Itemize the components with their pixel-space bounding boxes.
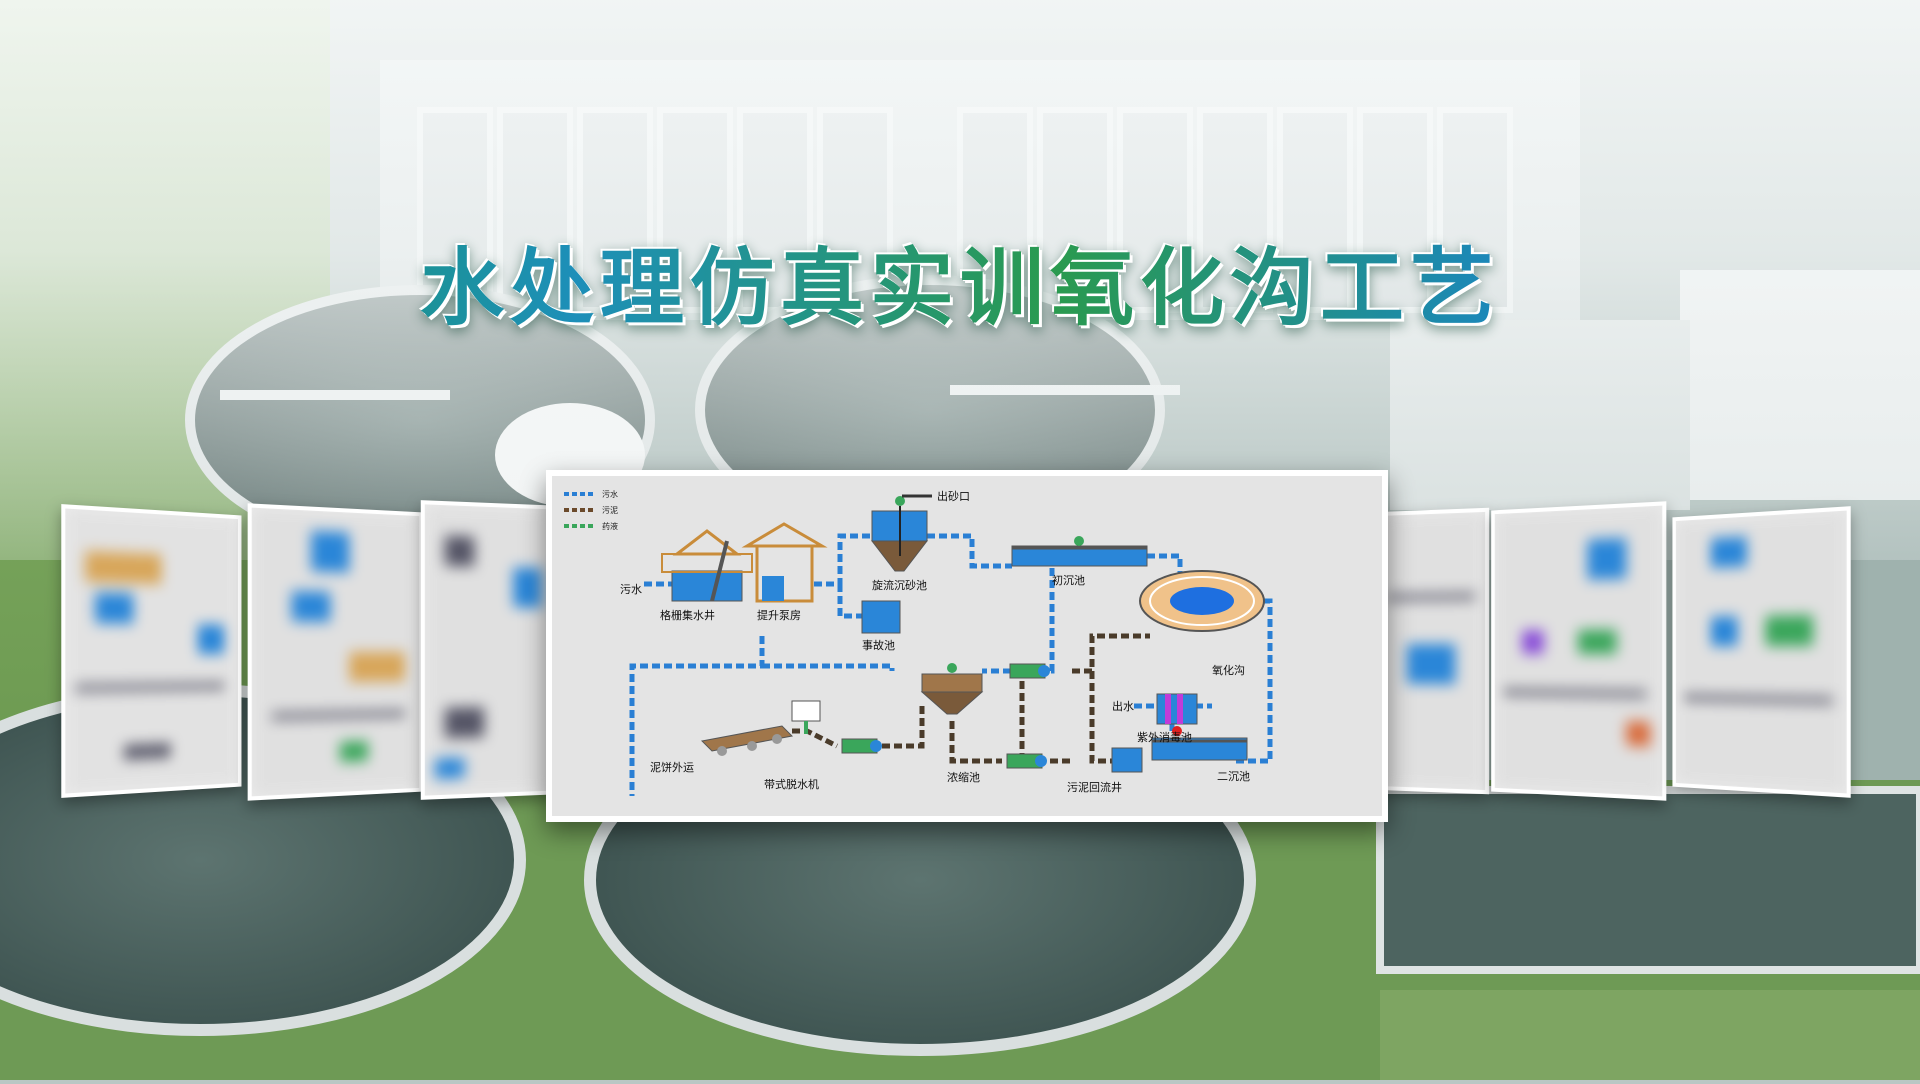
label-cake-out: 泥饼外运 [650,760,694,774]
pipe-thickener-out [949,721,1002,764]
thumb-diagram [424,504,555,796]
label-uv-disinfection: 紫外消毒池 [1137,730,1192,744]
label-emergency-pool: 事故池 [862,638,895,652]
thumb-diagram [1378,511,1486,791]
label-sewage-in: 污水 [620,583,642,596]
carousel-thumb-right-2[interactable] [1491,501,1667,801]
oxidation-ditch-process-diagram: 污水 污泥 药液 [552,476,1382,816]
pump-icon [841,738,882,754]
label-secondary-settling: 二沉池 [1217,770,1250,783]
pipe-ditch-to-secondary [1232,598,1273,764]
thumb-diagram [251,507,420,797]
primary-settling-tank [1011,536,1148,567]
label-primary-settling: 初沉池 [1052,573,1085,587]
pipe-thickener-to-press [882,706,925,749]
diagram-legend: 污水 污泥 药液 [564,489,618,531]
pump-icon [1009,663,1050,679]
sludge-return-well [1111,747,1143,773]
label-vortex-grit: 旋流沉砂池 [872,578,927,592]
thickener [920,663,984,715]
carousel-thumb-left-2[interactable] [247,503,423,801]
emergency-pool [861,600,901,634]
oxidation-ditch [1139,570,1265,632]
page-title: 水处理仿真实训氧化沟工艺 [0,238,1920,338]
label-sludge-return-well: 污泥回流井 [1067,780,1122,794]
carousel-thumb-right-1[interactable] [1374,507,1490,795]
sky-haze-overlay [0,0,1920,560]
pipe-pump-to-grit [814,533,872,587]
belt-press [700,700,821,756]
thumb-diagram [65,508,239,794]
process-flow-diagram-card[interactable]: 污水 污泥 药液 [546,470,1388,822]
label-grille-well: 格栅集水井 [660,608,715,622]
label-effluent: 出水 [1112,699,1134,713]
pipe-grit-to-primary [927,533,1012,569]
label-belt-press: 带式脱水机 [764,777,819,791]
carousel-thumb-left-3[interactable] [61,504,242,798]
grille-well [661,529,753,602]
vortex-grit-chamber [870,494,932,572]
pump-house [741,522,828,603]
label-grit-outlet: 出砂口 [937,489,970,503]
secondary-settling-tank [1151,737,1248,761]
label-pump-house: 提升泵房 [757,609,801,622]
pipe-emergency-return [629,636,765,796]
thumb-diagram [1675,510,1847,794]
pump-icon [1006,753,1047,769]
legend-chemical: 药液 [602,521,618,531]
pipe-primary-sludge [982,556,1055,674]
pipe-to-return-well [1089,671,1112,764]
carousel-thumb-left-1[interactable] [420,500,559,800]
label-thickener: 浓缩池 [947,771,980,784]
label-oxidation-ditch: 氧化沟 [1212,663,1245,677]
pipe-to-thickener-top [762,663,895,671]
thumb-diagram [1494,505,1663,797]
pipe-to-emergency [837,584,862,619]
legend-sewage: 污水 [602,489,618,499]
pipe-return-sludge-loop [1072,633,1150,674]
carousel-thumb-right-3[interactable] [1672,506,1851,798]
uv-disinfection-tank [1156,693,1198,736]
legend-sludge: 污泥 [602,505,618,515]
